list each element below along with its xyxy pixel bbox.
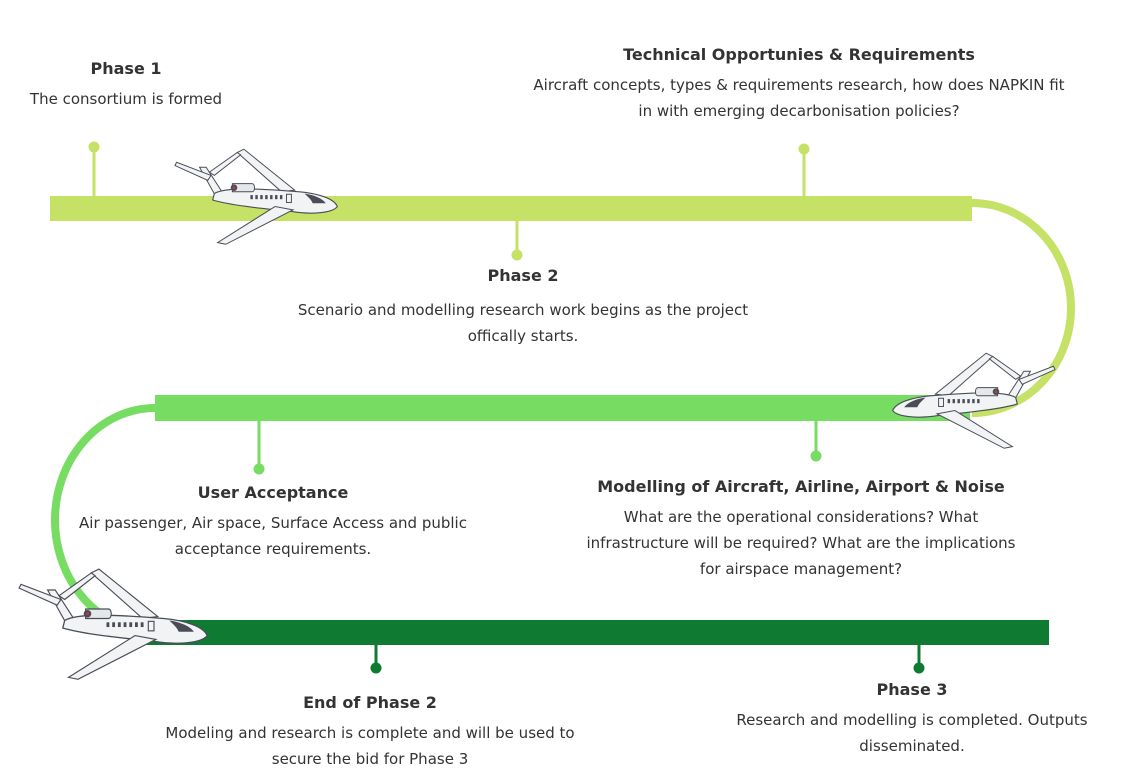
milestone-title: End of Phase 2 — [303, 693, 437, 712]
milestone-end-of-phase-2: End of Phase 2 Modeling and research is … — [160, 692, 580, 772]
milestone-text: Scenario and modelling research work beg… — [297, 301, 749, 345]
milestone-text: Air passenger, Air space, Surface Access… — [79, 514, 467, 558]
timeline-bar-top — [50, 196, 972, 221]
milestone-text: Modeling and research is complete and wi… — [165, 724, 575, 768]
milestone-title: Phase 2 — [487, 266, 559, 285]
milestone-pin-modelling — [810, 420, 822, 462]
milestone-phase-1: Phase 1 The consortium is formed — [0, 58, 252, 112]
milestone-pin-technical — [798, 143, 810, 197]
milestone-pin-phase-2 — [511, 220, 523, 261]
milestone-title: Phase 3 — [876, 680, 948, 699]
milestone-user-acceptance: User Acceptance Air passenger, Air space… — [72, 482, 474, 562]
milestone-pin-user-acceptance — [253, 420, 265, 475]
milestone-text: Aircraft concepts, types & requirements … — [533, 76, 1065, 120]
milestone-text: The consortium is formed — [29, 90, 223, 108]
milestone-modelling: Modelling of Aircraft, Airline, Airport … — [580, 476, 1022, 582]
airplane-icon — [18, 568, 208, 680]
milestone-pin-phase-1 — [88, 141, 100, 197]
milestone-pin-phase-3 — [913, 644, 925, 674]
milestone-technical: Technical Opportunies & Requirements Air… — [528, 44, 1070, 124]
milestone-title: User Acceptance — [197, 483, 349, 502]
timeline-bar-middle — [155, 395, 970, 421]
milestone-phase-2: Phase 2 Scenario and modelling research … — [288, 265, 758, 349]
milestone-text: What are the operational considerations?… — [586, 508, 1016, 578]
milestone-pin-end-of-phase-2 — [370, 644, 382, 674]
airplane-icon — [892, 352, 1056, 449]
milestone-phase-3: Phase 3 Research and modelling is comple… — [700, 679, 1124, 759]
timeline-bar-bottom — [140, 620, 1049, 645]
milestone-text: Research and modelling is completed. Out… — [736, 711, 1088, 755]
milestone-title: Phase 1 — [90, 59, 162, 78]
milestone-title: Modelling of Aircraft, Airline, Airport … — [597, 477, 1005, 496]
milestone-title: Technical Opportunies & Requirements — [623, 45, 975, 64]
